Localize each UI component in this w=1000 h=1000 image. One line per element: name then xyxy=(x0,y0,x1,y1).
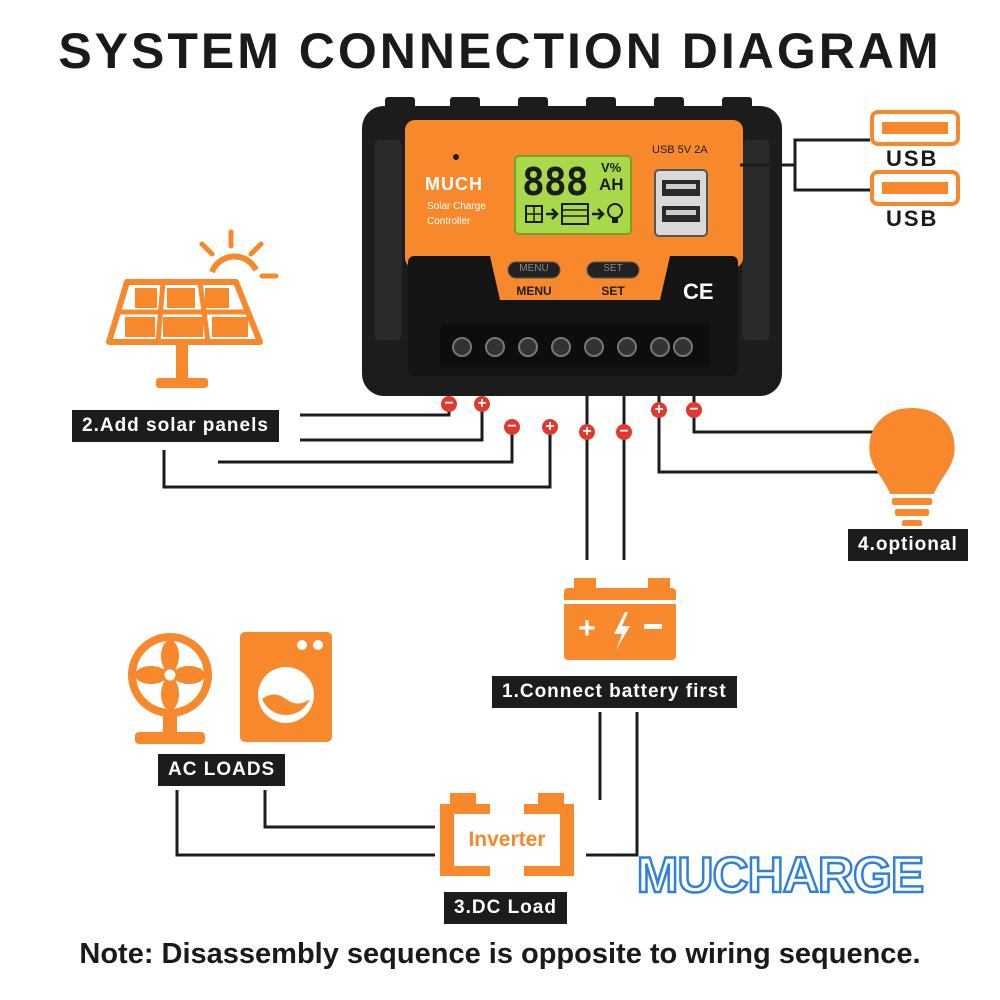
terminal-sign: − xyxy=(507,418,517,435)
step-battery-tag: 1.Connect battery first xyxy=(492,676,737,708)
terminal-sign: + xyxy=(582,423,592,440)
step-dc-load-tag: 3.DC Load xyxy=(444,892,567,924)
usb-port-icon xyxy=(654,169,708,237)
set-label: SET xyxy=(601,284,625,298)
lcd-unit-bottom: AH xyxy=(599,175,624,194)
controller-subtitle-line2: Controller xyxy=(427,216,471,227)
terminal-markers xyxy=(441,396,702,440)
sun-icon xyxy=(199,229,279,279)
washing-machine-icon xyxy=(240,632,332,742)
inverter-label: Inverter xyxy=(468,828,545,851)
terminal-sign: + xyxy=(654,401,664,418)
inverter-icon: Inverter xyxy=(440,793,574,876)
solar-charge-controller xyxy=(362,97,782,396)
fan-icon xyxy=(128,633,212,744)
lcd-status-icons xyxy=(525,203,623,225)
terminal-sign: + xyxy=(545,418,555,435)
set-button[interactable]: SET xyxy=(603,263,623,274)
page-title: SYSTEM CONNECTION DIAGRAM xyxy=(58,23,942,79)
watermark-text: MUCHARGE xyxy=(637,847,923,903)
ac-loads-tag: AC LOADS xyxy=(158,754,286,786)
step-solar-tag: 2.Add solar panels xyxy=(72,410,279,442)
svg-text:+: + xyxy=(578,612,596,645)
usb-label: USB xyxy=(886,146,939,171)
solar-panel-icon xyxy=(106,279,263,388)
battery-icon: + xyxy=(564,578,676,660)
terminal-sign: − xyxy=(619,423,629,440)
disassembly-note: Note: Disassembly sequence is opposite t… xyxy=(79,938,921,970)
terminal-screws xyxy=(452,337,693,357)
menu-button[interactable]: MENU xyxy=(519,263,549,274)
controller-subtitle-line1: Solar Charge xyxy=(427,201,486,212)
usb-label: USB xyxy=(886,206,939,231)
menu-label: MENU xyxy=(516,284,552,298)
light-bulb-icon xyxy=(869,408,955,526)
usb-plug-icon xyxy=(870,110,960,206)
terminal-sign: − xyxy=(444,395,454,412)
usb-spec-label: USB 5V 2A xyxy=(652,144,708,156)
lcd-digits: 888 xyxy=(522,160,589,204)
terminal-sign: − xyxy=(689,401,699,418)
controller-brand: MUCH xyxy=(425,174,483,194)
step-optional-tag: 4.optional xyxy=(848,529,968,561)
lcd-unit-top: V% xyxy=(601,160,622,175)
ce-mark: CE xyxy=(683,279,714,304)
terminal-sign: + xyxy=(477,395,487,412)
